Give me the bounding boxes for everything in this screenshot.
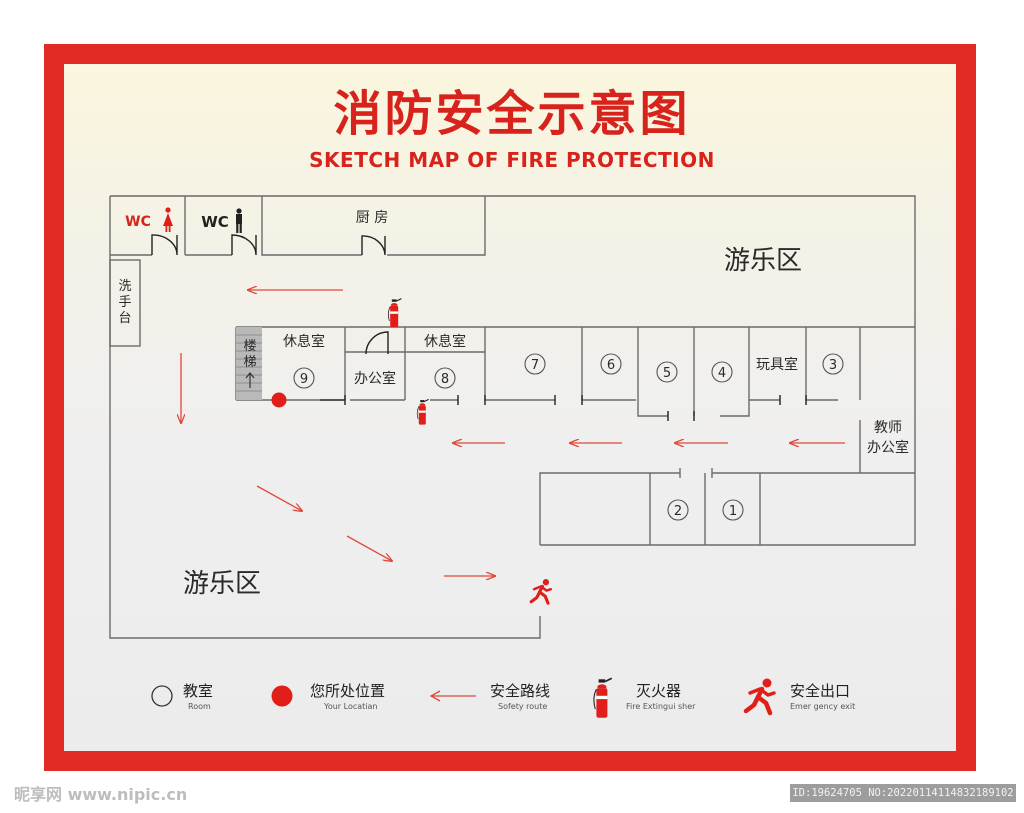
safety-route-arrows [181, 290, 845, 576]
classroom-9: 9 [293, 367, 315, 389]
route-arrow-icon [429, 690, 476, 702]
legend-extinguisher-cn: 灭火器 [636, 682, 682, 700]
svg-text:9: 9 [300, 372, 308, 387]
legend-classroom: 教室 Room [150, 676, 270, 722]
fire-extinguisher-icon [593, 677, 613, 718]
classroom-3: 3 [822, 353, 844, 375]
building-walls [109, 195, 916, 639]
svg-text:7: 7 [531, 358, 539, 373]
room-labels: WC WC 厨 房 游乐区 游乐区 洗 手 台 楼 梯 休息室 办公室 休息室 … [118, 210, 909, 599]
classroom-markers: 1 2 3 4 5 6 7 8 9 [293, 353, 844, 521]
classroom-4: 4 [711, 361, 733, 383]
svg-text:3: 3 [829, 358, 837, 373]
emergency-exit-icon [743, 678, 776, 716]
legend-your-location-cn: 您所处位置 [310, 682, 386, 700]
wc-male-label: WC [201, 213, 229, 231]
female-icon [163, 207, 173, 232]
legend-exit-en: Emer gency exit [790, 702, 856, 711]
svg-text:8: 8 [441, 372, 449, 387]
kitchen-label: 厨 房 [356, 210, 388, 226]
stairs [236, 327, 262, 400]
legend-classroom-en: Room [188, 702, 211, 711]
classroom-6: 6 [600, 353, 622, 375]
legend-your-location: 您所处位置 Your Locatian [270, 676, 420, 722]
route-arrow [256, 485, 302, 511]
sign-board [64, 64, 956, 751]
title-chinese: 消防安全示意图 [333, 86, 691, 142]
legend-your-location-en: Your Locatian [324, 702, 378, 711]
title-english: SKETCH MAP OF FIRE PROTECTION [309, 148, 715, 172]
male-icon [236, 208, 242, 233]
room-circle-icon [151, 685, 173, 707]
classroom-2: 2 [667, 499, 689, 521]
doors [151, 234, 807, 421]
wc-icons [163, 207, 242, 233]
legend-extinguisher-en: Fire Extingui sher [626, 702, 696, 711]
svg-text:2: 2 [674, 504, 682, 519]
legend: 教室 Room 您所处位置 Your Locatian 安全路线 Sofety … [150, 676, 880, 722]
washstand-label-2: 手 [118, 295, 131, 310]
fire-extinguisher-icon [416, 398, 430, 426]
lounge-left-label: 休息室 [283, 333, 325, 350]
legend-extinguisher: 灭火器 Fire Extingui sher [592, 676, 732, 722]
washstand-label-3: 台 [118, 311, 131, 326]
stairs-label-1: 楼 [243, 339, 256, 354]
legend-classroom-cn: 教室 [183, 682, 214, 700]
office-label: 办公室 [354, 370, 396, 387]
toy-room-label: 玩具室 [756, 356, 798, 373]
classroom-1: 1 [722, 499, 744, 521]
stairs-label-2: 梯 [243, 355, 256, 370]
fire-extinguisher-icon [387, 298, 402, 328]
teacher-office-label-1: 教师 [874, 420, 902, 436]
your-location-marker [271, 392, 287, 408]
svg-text:5: 5 [663, 366, 671, 381]
play-area-top-label: 游乐区 [724, 246, 802, 276]
svg-text:4: 4 [718, 366, 726, 381]
location-dot-icon [271, 685, 293, 707]
lounge-right-label: 休息室 [424, 333, 466, 350]
wc-female-label: WC [125, 214, 151, 230]
classroom-5: 5 [656, 361, 678, 383]
legend-safety-route: 安全路线 Sofety route [428, 676, 588, 722]
svg-text:6: 6 [607, 358, 615, 373]
emergency-exit-icon [529, 578, 553, 605]
washstand-label-1: 洗 [118, 279, 131, 294]
watermark-right: ID:19624705 NO:20220114114832189102 [790, 784, 1016, 802]
legend-exit-cn: 安全出口 [790, 682, 851, 700]
play-area-bottom-label: 游乐区 [183, 569, 261, 599]
svg-text:1: 1 [729, 504, 737, 519]
watermark-left: 昵享网 www.nipic.cn [14, 785, 188, 804]
classroom-7: 7 [524, 353, 546, 375]
classroom-8: 8 [434, 367, 456, 389]
route-arrow [346, 535, 392, 561]
teacher-office-label-2: 办公室 [867, 439, 909, 456]
legend-safety-route-cn: 安全路线 [490, 682, 551, 700]
legend-safety-route-en: Sofety route [498, 702, 548, 711]
legend-exit: 安全出口 Emer gency exit [740, 676, 880, 722]
